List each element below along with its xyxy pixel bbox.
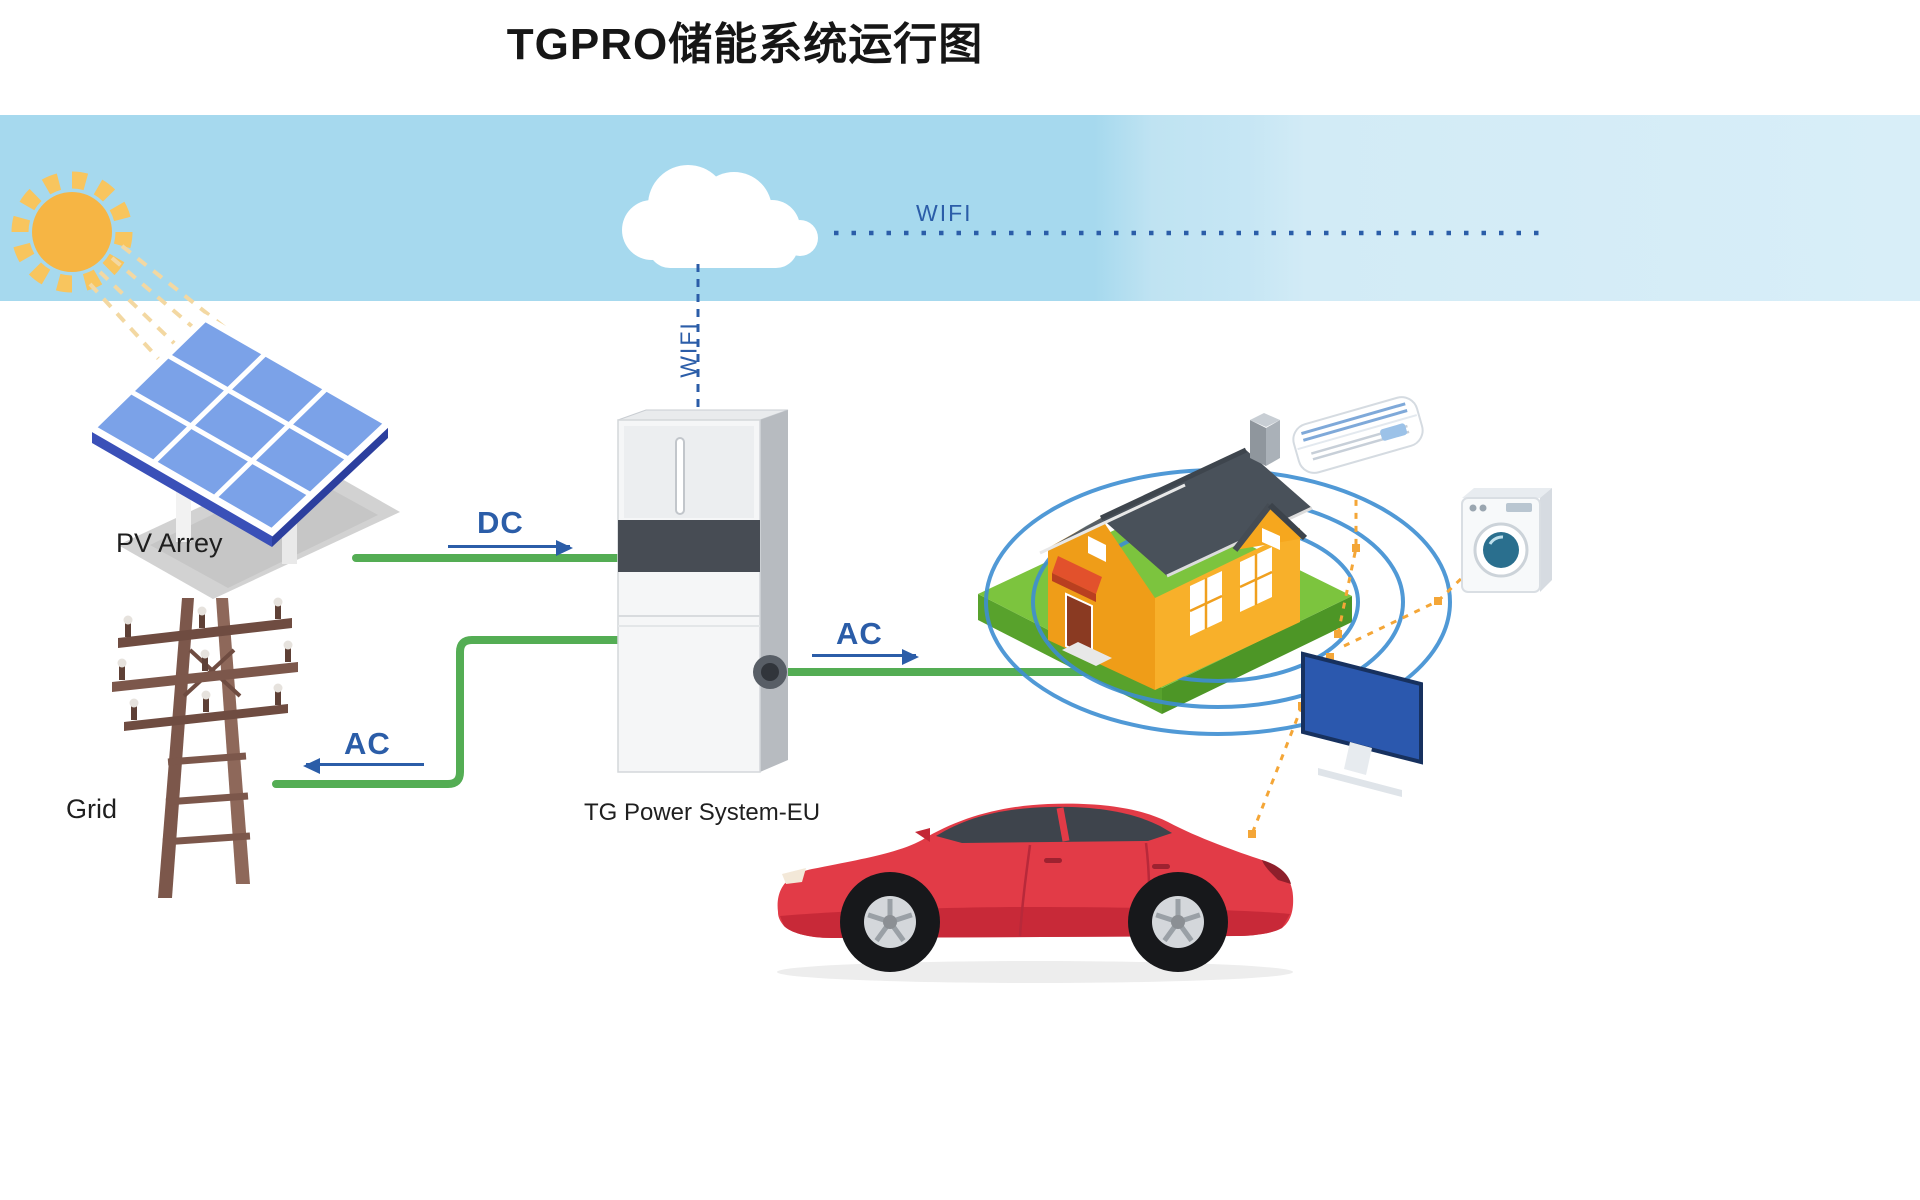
air-conditioner-icon [1292,396,1424,474]
ac-line-grid-to-inverter [272,636,634,788]
sky-band [0,115,1920,301]
page-title: TGPRO储能系统运行图 [506,20,984,69]
inverter-label: TG Power System-EU [584,799,821,826]
power-pole-icon [112,597,298,898]
wifi-horizontal-label: WIFI [916,200,973,226]
dc-arrow-icon [448,540,573,556]
ac-grid-flow-label: AC [344,726,391,761]
car-wheel-rear [1128,872,1228,972]
electric-car-icon [777,803,1294,983]
ac-house-flow-label: AC [836,616,883,651]
link-house-to-ac [1336,495,1358,635]
ac-house-arrow-icon [812,649,919,665]
ac-grid-arrow-icon [303,758,424,774]
car-wheel-front [840,872,940,972]
link-to-car [1250,705,1304,835]
dc-flow-label: DC [477,505,524,540]
cloud-icon [622,165,818,268]
grid-label: Grid [66,794,118,824]
wifi-vertical-label: WIFI [675,321,702,378]
solar-panel-icon [86,313,400,599]
tv-icon [1301,651,1423,797]
house-icon [1039,413,1313,690]
wifi-links [696,230,1540,408]
insulators [117,597,293,720]
washing-machine-icon [1461,488,1552,593]
inverter-icon [617,409,789,773]
pv-array-label: PV Arrey [116,528,223,558]
